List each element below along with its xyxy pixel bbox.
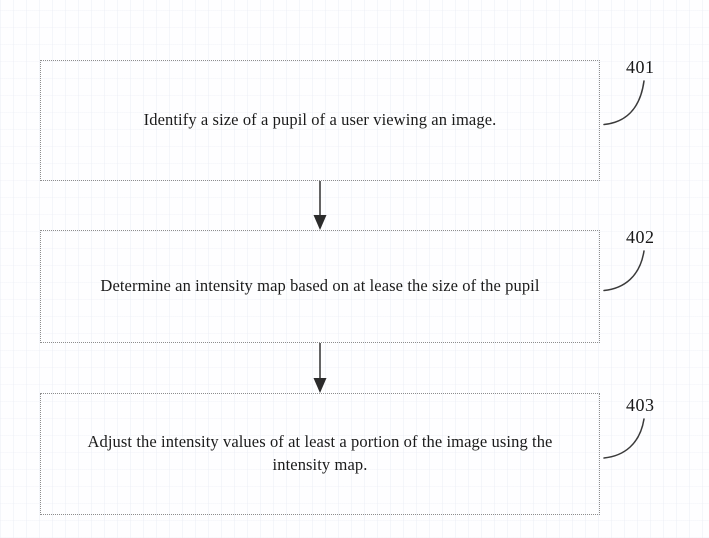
flow-step-box-402: Determine an intensity map based on at l… <box>40 230 600 343</box>
reference-numeral-401: 401 <box>626 57 655 77</box>
connector-arrow-401-to-402 <box>313 181 327 230</box>
leader-line-403 <box>603 418 645 459</box>
reference-numeral-403: 403 <box>626 395 655 415</box>
flow-step-box-403: Adjust the intensity values of at least … <box>40 393 600 515</box>
flow-step-text-402: Determine an intensity map based on at l… <box>100 276 540 296</box>
flow-step-box-401: Identify a size of a pupil of a user vie… <box>40 60 600 181</box>
connector-arrow-402-to-403 <box>313 343 327 393</box>
flow-step-text-403: Adjust the intensity values of at least … <box>87 432 553 474</box>
reference-numeral-402: 402 <box>626 227 655 247</box>
flow-step-text-401: Identify a size of a pupil of a user vie… <box>143 110 497 130</box>
leader-line-401 <box>603 80 645 126</box>
leader-line-402 <box>603 250 645 292</box>
